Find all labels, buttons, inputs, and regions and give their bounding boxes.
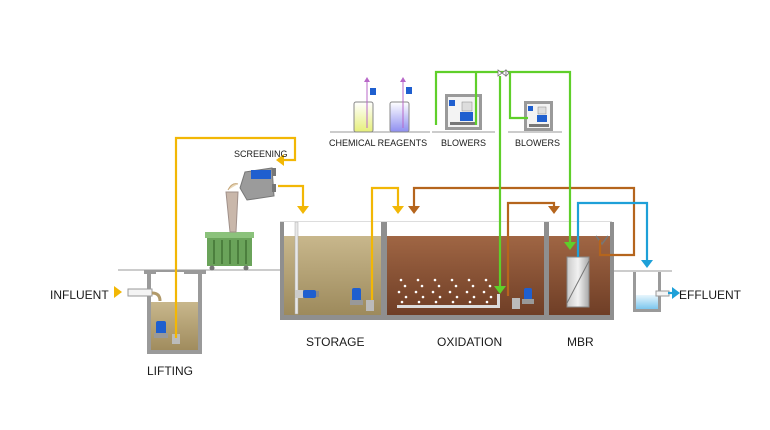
label-lifting: LIFTING <box>147 364 194 378</box>
label-screening: SCREENING <box>234 149 288 159</box>
air-bubble <box>404 295 408 299</box>
extra-sludge-0-pipe <box>598 240 636 257</box>
mbr-permeate-to-effluent-arrow-icon <box>641 260 653 268</box>
storage-to-oxidation-arrow-icon <box>392 206 404 214</box>
screening-to-storage-arrow-icon <box>297 206 309 214</box>
air-bubble <box>485 300 489 304</box>
air-bubble <box>438 295 442 299</box>
storage-mixer-icon <box>295 290 319 298</box>
aeration-diffusers <box>397 278 500 308</box>
label-blowers-1: BLOWERS <box>441 138 487 148</box>
air-bubble <box>471 284 475 288</box>
air-bubble <box>421 295 425 299</box>
storage-pump-icon <box>350 288 374 311</box>
air-bubble <box>400 300 404 304</box>
effluent-tank <box>633 272 670 312</box>
extra-air-2-pipe <box>508 72 528 120</box>
oxidation-to-mbr-arrow-icon <box>548 206 560 214</box>
air-bubble <box>472 295 476 299</box>
air-bubble <box>420 284 424 288</box>
label-effluent: EFFLUENT <box>679 288 742 302</box>
air-bubble <box>431 290 435 294</box>
air-bubble <box>417 300 421 304</box>
label-oxidation: OXIDATION <box>437 335 503 349</box>
blowers-to-mbr-module-arrow-icon <box>564 242 576 250</box>
effluent-outlet-arrow-icon <box>672 287 680 299</box>
air-bubble <box>416 278 420 282</box>
chemical-reagent-tank-1 <box>353 77 376 133</box>
lifting-to-screening-pipe <box>174 136 297 338</box>
air-bubble <box>467 278 471 282</box>
label-storage: STORAGE <box>306 335 365 349</box>
influent-to-lifting-arrow-icon <box>114 286 122 298</box>
air-bubble <box>488 284 492 288</box>
lifting-to-screening-arrow-icon <box>276 154 284 166</box>
air-bubble <box>414 290 418 294</box>
blower-unit-2-icon <box>524 101 553 131</box>
air-bubble <box>465 290 469 294</box>
air-bubble <box>484 278 488 282</box>
air-bubble <box>489 295 493 299</box>
mbr-recirculation-to-oxidation-arrow-icon <box>408 206 420 214</box>
oxidation-pump-icon <box>512 288 534 309</box>
air-bubble <box>451 300 455 304</box>
screenings-bin-icon <box>205 232 254 271</box>
blowers-to-oxidation-diffusers-arrow-icon <box>494 286 506 294</box>
screening-to-storage-pipe <box>278 184 305 210</box>
chemical-reagent-tank-2 <box>389 77 412 133</box>
air-bubble <box>450 278 454 282</box>
air-bubble <box>454 284 458 288</box>
air-bubble <box>397 290 401 294</box>
air-bubble <box>403 284 407 288</box>
lifting-pump-icon <box>154 321 180 344</box>
label-influent: INFLUENT <box>50 288 109 302</box>
air-bubble <box>482 290 486 294</box>
air-valve-icon <box>497 69 510 77</box>
label-mbr: MBR <box>567 335 594 349</box>
label-blowers-2: BLOWERS <box>515 138 561 148</box>
mbr-recirculation-to-oxidation-pipe <box>412 186 636 240</box>
label-chemical-reagents: CHEMICAL REAGENTS <box>329 138 428 148</box>
air-bubble <box>468 300 472 304</box>
air-bubble <box>433 278 437 282</box>
air-bubble <box>448 290 452 294</box>
air-bubble <box>399 278 403 282</box>
screening-chute <box>225 183 239 233</box>
storage-to-oxidation-pipe <box>370 186 400 300</box>
mbr-permeate-to-effluent-pipe <box>576 201 649 262</box>
screening-unit-icon <box>239 167 276 201</box>
lifting-tank <box>127 270 206 354</box>
air-bubble <box>437 284 441 288</box>
air-bubble <box>434 300 438 304</box>
air-bubble <box>455 295 459 299</box>
